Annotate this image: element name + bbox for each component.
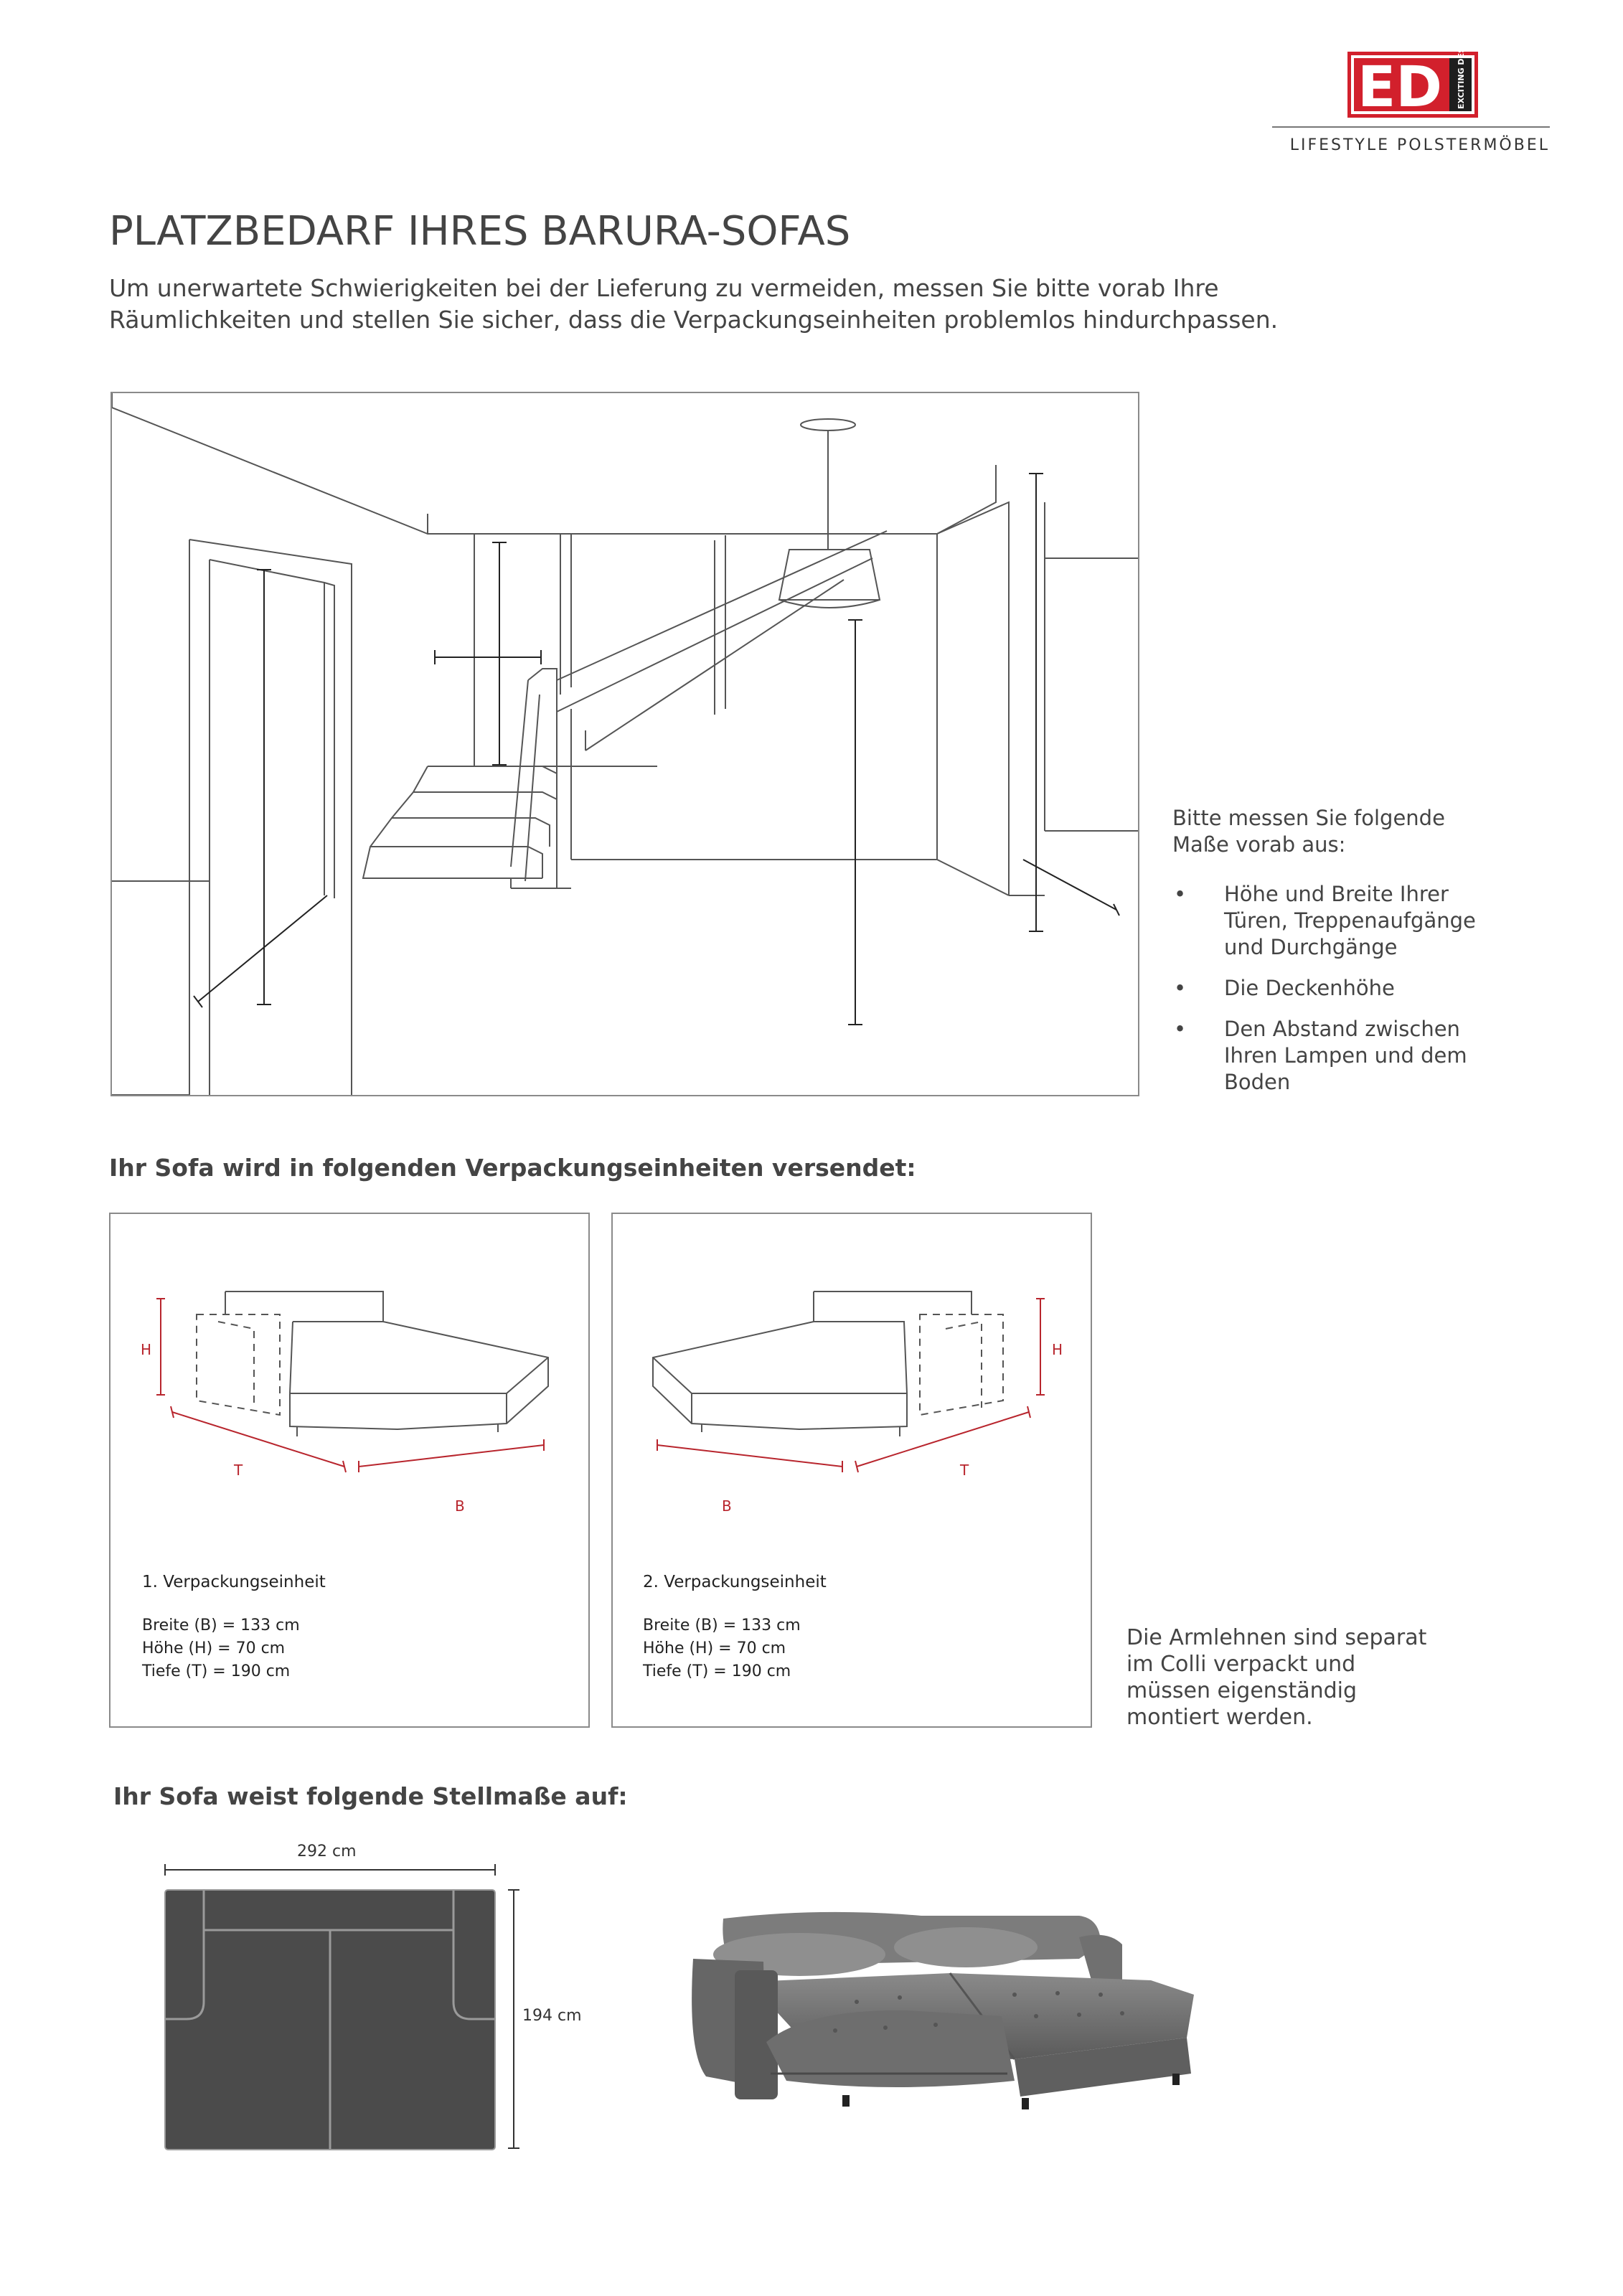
armrest-note: Die Armlehnen sind separat im Colli verp… [1126,1625,1427,1730]
footprint-depth-line [508,1889,519,2149]
measure-heading: Bitte messen Sie folgende Maße vorab aus… [1172,806,1445,857]
measure-list: Höhe und Breite Ihrer Türen, Treppenaufg… [1172,881,1510,1110]
package-2-label-h: H [1052,1341,1063,1358]
packaging-heading: Ihr Sofa wird in folgenden Verpackungsei… [109,1154,916,1182]
package-1-dimensions: Breite (B) = 133 cm Höhe (H) = 70 cm Tie… [142,1614,300,1683]
package-2-dimensions: Breite (B) = 133 cm Höhe (H) = 70 cm Tie… [643,1614,801,1683]
package-1-label-b: B [455,1497,465,1515]
footprint-heading: Ihr Sofa weist folgende Stellmaße auf: [113,1782,628,1810]
package-1-label-t: T [233,1462,243,1479]
sofa-product-image [692,1911,1194,2109]
brand-logo: ED EXCITING DESIGN [1347,32,1478,120]
package-2-label-b: B [722,1497,732,1515]
logo-text: ED [1358,55,1442,118]
package-1-depth: Tiefe (T) = 190 cm [142,1662,291,1680]
package-1-drawing: H T B [141,1291,549,1515]
package-1-height: Höhe (H) = 70 cm [142,1639,286,1657]
package-2-drawing: H T B [652,1291,1063,1515]
package-2-height: Höhe (H) = 70 cm [643,1639,786,1657]
footprint-top-view [164,1864,496,2150]
room-illustration [110,392,1139,1096]
measure-item-ceiling: Die Deckenhöhe [1172,975,1510,1002]
package-1-width: Breite (B) = 133 cm [142,1617,300,1634]
package-2-title: 2. Verpackungseinheit [643,1573,827,1591]
footprint-width-label: 292 cm [297,1843,357,1860]
brand-tagline: LIFESTYLE POLSTERMÖBEL [1289,136,1550,154]
footprint-depth-label: 194 cm [522,2007,582,2025]
package-2-width: Breite (B) = 133 cm [643,1617,801,1634]
measure-item-lamps: Den Abstand zwischen Ihren Lampen und de… [1172,1016,1510,1096]
package-2-depth: Tiefe (T) = 190 cm [643,1662,791,1680]
header-divider [1272,126,1550,128]
package-panel-1: H T B 1. Verpackungseinheit Breite (B) =… [109,1213,590,1728]
page-title: PLATZBEDARF IHRES BARURA-SOFAS [109,208,851,255]
intro-text: Um unerwartete Schwierigkeiten bei der L… [109,274,1279,334]
package-1-label-h: H [141,1341,151,1358]
measure-item-doors: Höhe und Breite Ihrer Türen, Treppenaufg… [1172,881,1510,961]
package-2-label-t: T [959,1462,969,1479]
logo-side-text: EXCITING DESIGN [1457,52,1466,109]
package-1-title: 1. Verpackungseinheit [142,1573,326,1591]
package-panel-2: H T B 2. Verpackungseinheit Breite (B) =… [611,1213,1092,1728]
